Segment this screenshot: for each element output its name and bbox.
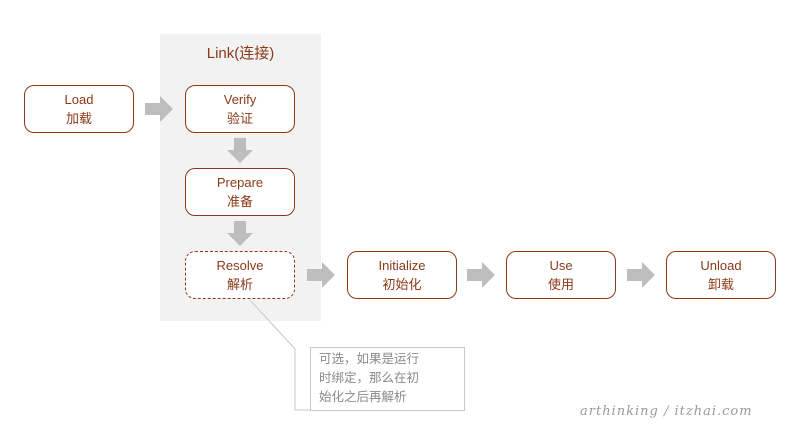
arrow-use-to-unload-icon <box>627 262 655 288</box>
resolve-note-callout: 可选，如果是运行 时绑定，那么在初 始化之后再解析 <box>310 347 465 411</box>
stage-prepare: Prepare 准备 <box>185 168 295 216</box>
stage-resolve-zh: 解析 <box>226 277 253 292</box>
stage-use-zh: 使用 <box>547 277 574 292</box>
stage-unload: Unload 卸载 <box>666 251 776 299</box>
stage-load-en: Load <box>64 92 94 107</box>
stage-initialize-zh: 初始化 <box>382 277 422 292</box>
stage-resolve: Resolve 解析 <box>185 251 295 299</box>
arrow-load-to-verify-icon <box>145 96 173 122</box>
arrow-prepare-to-resolve-icon <box>227 221 253 246</box>
stage-prepare-zh: 准备 <box>226 194 253 209</box>
note-line-3: 始化之后再解析 <box>319 390 407 404</box>
stage-verify: Verify 验证 <box>185 85 295 133</box>
stage-prepare-en: Prepare <box>216 175 264 190</box>
arrow-initialize-to-use-icon <box>467 262 495 288</box>
stage-verify-en: Verify <box>223 92 257 107</box>
stage-unload-en: Unload <box>700 258 742 273</box>
stage-unload-zh: 卸载 <box>707 277 734 292</box>
link-phase-title: Link(连接) <box>206 45 275 62</box>
arrow-verify-to-prepare-icon <box>227 138 253 163</box>
stage-initialize-en: Initialize <box>378 258 426 273</box>
arrow-resolve-to-initialize-icon <box>307 262 335 288</box>
watermark-text: arthinking / itzhai.com <box>580 404 753 419</box>
stage-use-en: Use <box>549 258 573 273</box>
stage-resolve-en: Resolve <box>216 258 264 273</box>
stage-load-zh: 加载 <box>65 111 92 126</box>
stage-verify-zh: 验证 <box>226 111 253 126</box>
note-line-1: 可选，如果是运行 <box>319 352 420 366</box>
stage-use: Use 使用 <box>506 251 616 299</box>
stage-initialize: Initialize 初始化 <box>347 251 457 299</box>
note-line-2: 时绑定，那么在初 <box>319 371 420 385</box>
stage-load: Load 加载 <box>24 85 134 133</box>
